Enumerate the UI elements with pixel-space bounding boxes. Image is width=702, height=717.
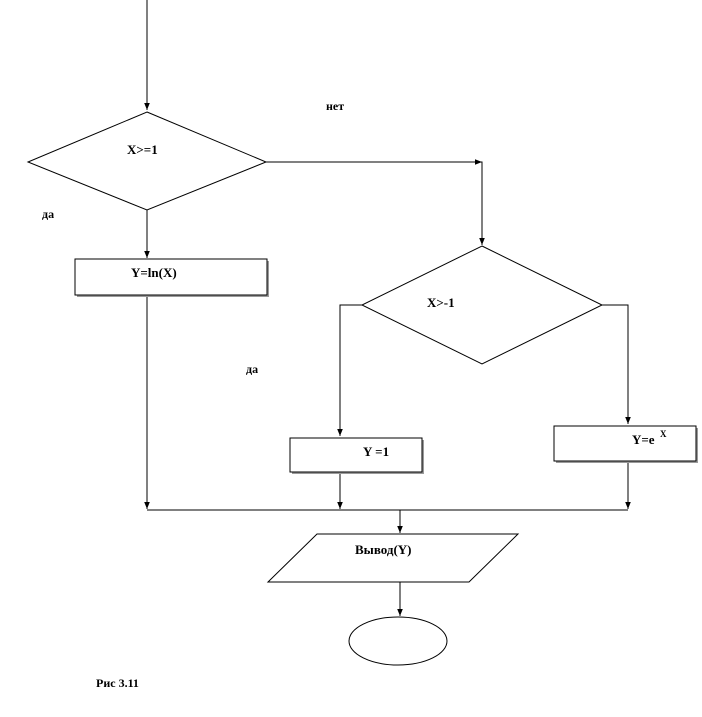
process-y-exp-x (553, 425, 697, 462)
decision-x-ge-1 (26, 111, 268, 211)
label-yes-2: да (246, 362, 258, 376)
process-y-exp-x-exponent: X (660, 429, 667, 439)
label-no: нет (326, 99, 344, 113)
decision-x-gt-minus-1 (360, 245, 604, 365)
process-y-1-text: Y =1 (363, 444, 389, 459)
figure-caption: Рис 3.11 (96, 676, 139, 690)
decision-x-ge-1-text: X>=1 (127, 142, 158, 157)
process-y-ln-x (74, 258, 268, 296)
decision-x-gt-minus-1-text: X>-1 (427, 295, 455, 310)
process-y-1 (289, 437, 423, 473)
no-branch-connector (266, 161, 485, 245)
label-yes-1: да (42, 207, 54, 221)
end-terminator (348, 616, 448, 666)
no2-connector (602, 304, 631, 424)
process-y-exp-x-text: Y=e (632, 432, 655, 447)
process-y-ln-x-text: Y=ln(X) (131, 265, 177, 280)
yes2-connector (337, 304, 362, 436)
output-text: Вывод(Y) (355, 542, 412, 557)
output-parallelogram (266, 533, 520, 583)
